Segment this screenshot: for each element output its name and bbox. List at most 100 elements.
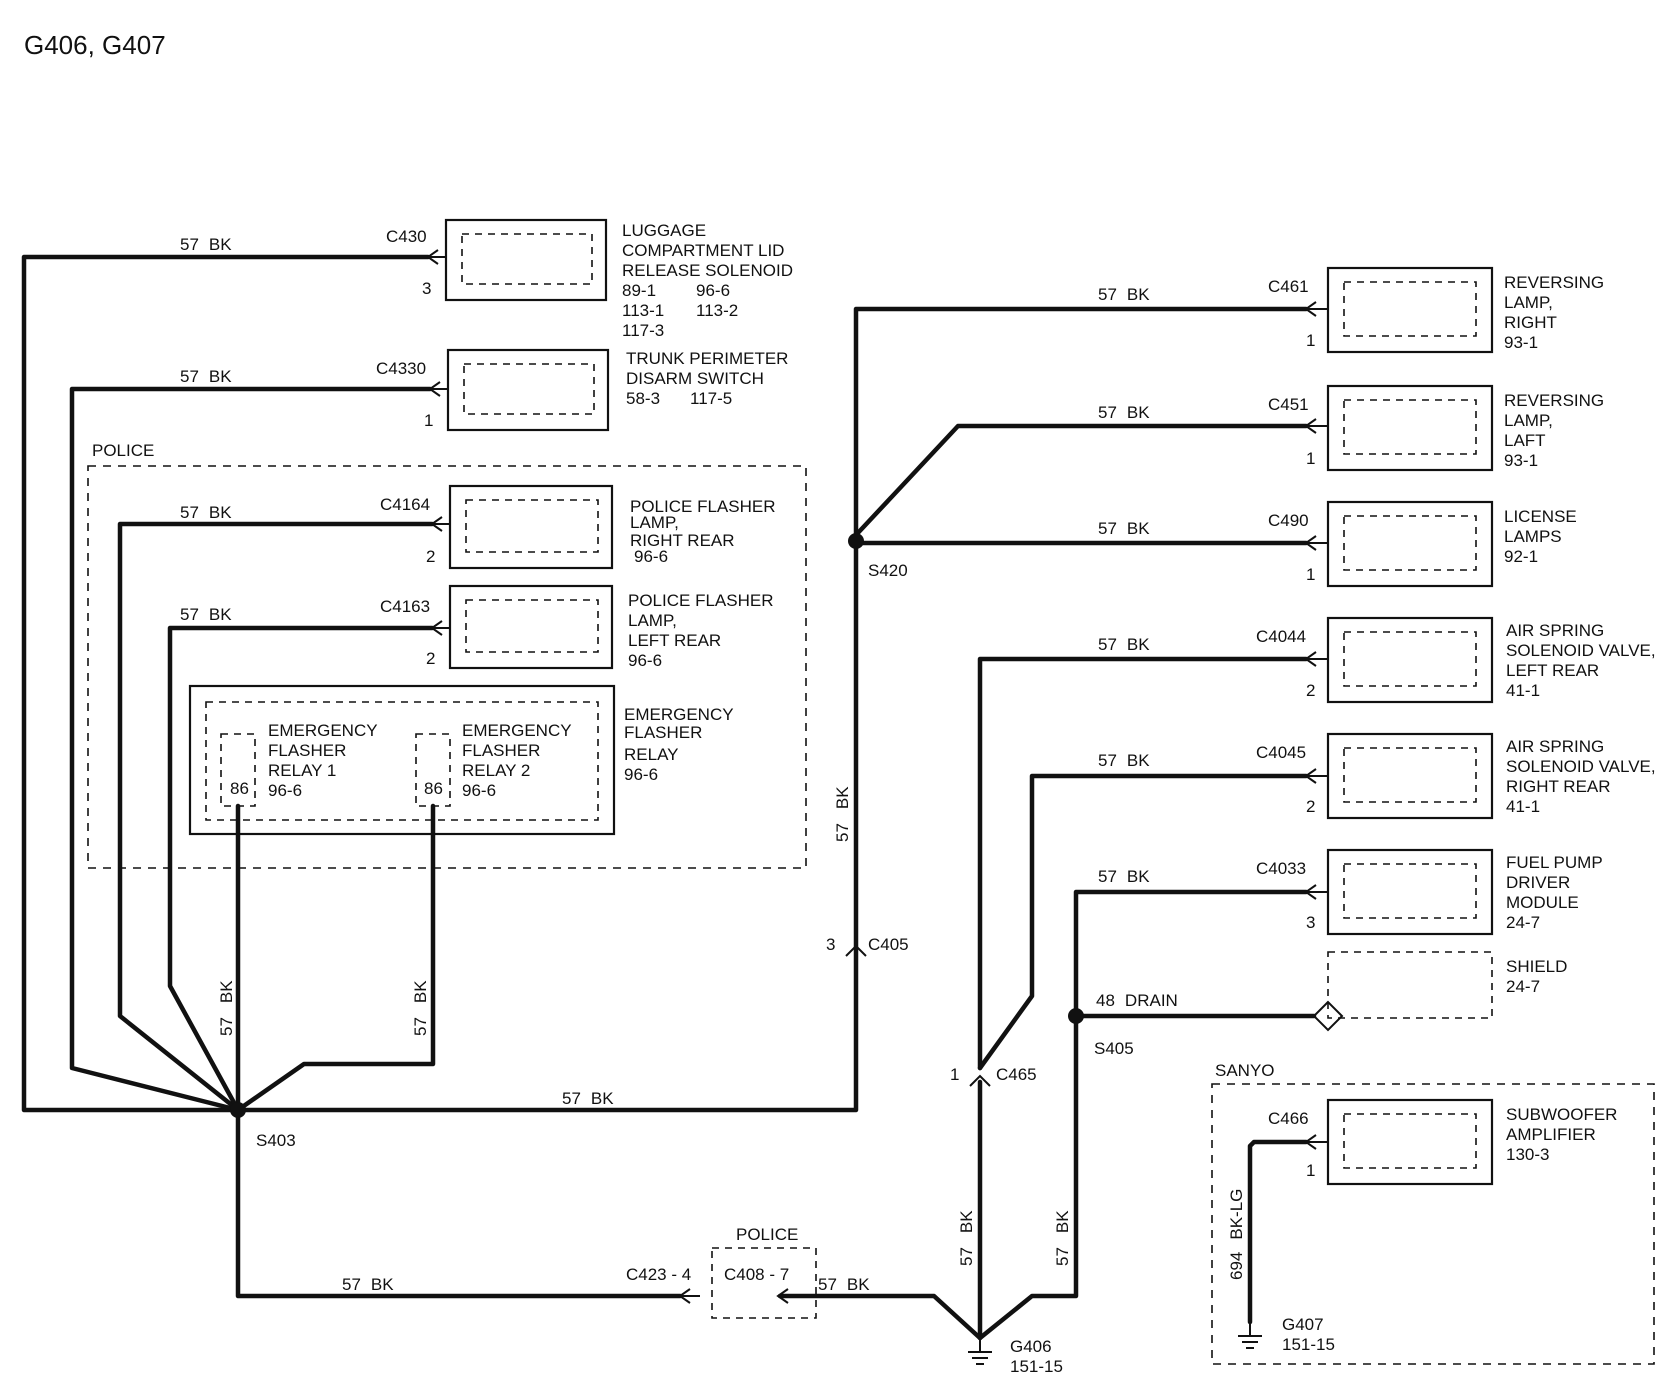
svg-text:57BK: 57BK: [1098, 635, 1150, 654]
svg-text:RELEASE SOLENOID: RELEASE SOLENOID: [622, 261, 793, 280]
svg-text:1: 1: [1306, 1161, 1315, 1180]
wire-air-left: [977, 656, 1309, 1071]
svg-text:96-6: 96-6: [634, 547, 668, 566]
svg-text:1: 1: [1306, 449, 1315, 468]
luggage-compartment-lid-release-solenoid: [444, 218, 608, 302]
svg-text:57BK: 57BK: [1098, 519, 1150, 538]
wire-s420-trunk: [853, 306, 1309, 538]
police-inline-label: POLICE: [736, 1225, 798, 1244]
svg-text:57BK: 57BK: [180, 367, 232, 386]
wire-relay2: [235, 803, 436, 1113]
svg-text:2: 2: [426, 547, 435, 566]
svg-text:57BK: 57BK: [833, 786, 852, 842]
svg-text:57BK: 57BK: [180, 605, 232, 624]
svg-text:EMERGENCY: EMERGENCY: [268, 721, 378, 740]
svg-text:57BK: 57BK: [1098, 403, 1150, 422]
police-inline-connector-outline: [711, 1247, 817, 1319]
svg-text:SOLENOID VALVE,: SOLENOID VALVE,: [1506, 757, 1656, 776]
svg-text:24-7: 24-7: [1506, 977, 1540, 996]
svg-text:93-1: 93-1: [1504, 333, 1538, 352]
wire-s403-to-s420: [235, 532, 859, 1113]
police-group-label: POLICE: [92, 441, 154, 460]
svg-text:2: 2: [426, 649, 435, 668]
svg-text:FLASHER: FLASHER: [462, 741, 540, 760]
svg-text:FUEL PUMP: FUEL PUMP: [1506, 853, 1603, 872]
license-lamps: [1326, 500, 1494, 588]
svg-text:FLASHER: FLASHER: [624, 723, 702, 742]
svg-text:93-1: 93-1: [1504, 451, 1538, 470]
wire-flasher-rr: [117, 521, 435, 1113]
svg-text:EMERGENCY: EMERGENCY: [462, 721, 572, 740]
svg-text:S403: S403: [256, 1131, 296, 1150]
police-flasher-lamp-left-rear: [448, 584, 614, 670]
svg-text:DISARM SWITCH: DISARM SWITCH: [626, 369, 764, 388]
svg-text:694BK-LG: 694BK-LG: [1227, 1189, 1246, 1280]
svg-text:57BK: 57BK: [180, 503, 232, 522]
svg-text:C465: C465: [996, 1065, 1037, 1084]
svg-text:130-3: 130-3: [1506, 1145, 1549, 1164]
emergency-flasher-relay: [188, 684, 616, 836]
wire-luggage: [21, 254, 431, 1113]
svg-text:AMPLIFIER: AMPLIFIER: [1506, 1125, 1596, 1144]
svg-text:S405: S405: [1094, 1039, 1134, 1058]
svg-text:57BK: 57BK: [1053, 1210, 1072, 1266]
svg-text:57BK: 57BK: [1098, 867, 1150, 886]
svg-text:LEFT REAR: LEFT REAR: [628, 631, 721, 650]
svg-text:LAMP,: LAMP,: [1504, 293, 1553, 312]
svg-text:57BK: 57BK: [217, 980, 236, 1036]
vertical-wire-labels: 57BK 57BK 57BK 57BK 57BK 694BK-LG: [217, 786, 1246, 1280]
page-title: G406, G407: [24, 30, 166, 60]
connector-arrows: [426, 249, 1344, 1304]
wire-s420-rev-left: [853, 423, 1309, 538]
wire-fuel: [1073, 889, 1309, 1019]
wire-flasher-lr: [167, 625, 435, 1113]
fuel-pump-driver-module: [1326, 848, 1494, 936]
svg-text:1: 1: [950, 1065, 959, 1084]
svg-text:MODULE: MODULE: [1506, 893, 1579, 912]
svg-text:LAFT: LAFT: [1504, 431, 1546, 450]
svg-text:C4330: C4330: [376, 359, 426, 378]
trunk-perimeter-disarm-switch: [446, 348, 610, 432]
svg-text:96-6: 96-6: [696, 281, 730, 300]
wire-air-right: [977, 773, 1309, 1071]
splice-s405: [1068, 1008, 1084, 1024]
svg-text:RIGHT REAR: RIGHT REAR: [1506, 777, 1611, 796]
svg-text:57BK: 57BK: [1098, 285, 1150, 304]
police-group-outline: [87, 465, 807, 869]
svg-text:C4045: C4045: [1256, 743, 1306, 762]
svg-text:REVERSING: REVERSING: [1504, 273, 1604, 292]
shield-outline: [1327, 951, 1493, 1019]
wire-s405-down: [977, 1013, 1079, 1341]
svg-text:57BK: 57BK: [180, 235, 232, 254]
svg-text:C4164: C4164: [380, 495, 430, 514]
svg-text:3: 3: [1306, 913, 1315, 932]
svg-text:EMERGENCY: EMERGENCY: [624, 705, 734, 724]
svg-text:AIR SPRING: AIR SPRING: [1506, 737, 1604, 756]
svg-text:RELAY 2: RELAY 2: [462, 761, 530, 780]
splice-s403: [230, 1102, 246, 1118]
svg-text:RELAY 1: RELAY 1: [268, 761, 336, 780]
svg-text:113-2: 113-2: [696, 301, 738, 320]
svg-text:POLICE FLASHER: POLICE FLASHER: [630, 497, 776, 516]
svg-text:C405: C405: [868, 935, 909, 954]
svg-text:C451: C451: [1268, 395, 1309, 414]
component-descriptions: LUGGAGE COMPARTMENT LID RELEASE SOLENOID…: [268, 221, 1656, 1164]
svg-text:57BK: 57BK: [411, 980, 430, 1036]
wire-c408-to-g406: [777, 1293, 983, 1341]
air-spring-solenoid-valve-right-rear: [1326, 732, 1494, 820]
svg-text:24-7: 24-7: [1506, 913, 1540, 932]
svg-text:LEFT REAR: LEFT REAR: [1506, 661, 1599, 680]
svg-text:C4033: C4033: [1256, 859, 1306, 878]
svg-text:1: 1: [1306, 331, 1315, 350]
svg-text:RIGHT REAR: RIGHT REAR: [630, 531, 735, 550]
splice-s420: [848, 533, 864, 549]
air-spring-solenoid-valve-left-rear: [1326, 616, 1494, 704]
svg-text:1: 1: [424, 411, 433, 430]
svg-text:G406: G406: [1010, 1337, 1052, 1356]
svg-text:3: 3: [826, 935, 835, 954]
svg-text:113-1: 113-1: [622, 301, 664, 320]
svg-text:COMPARTMENT LID: COMPARTMENT LID: [622, 241, 784, 260]
